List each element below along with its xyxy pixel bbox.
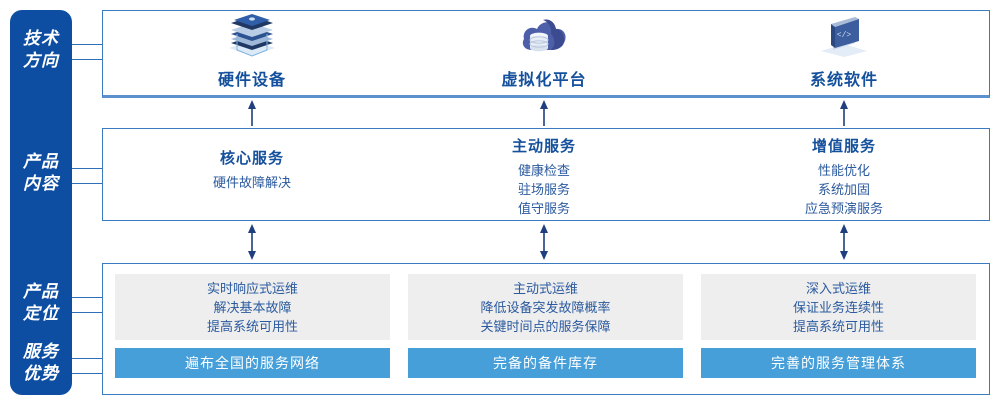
connector-line bbox=[72, 168, 102, 169]
rail-label-line1: 服务 bbox=[23, 342, 59, 361]
connector-line bbox=[72, 312, 102, 313]
tech-column-system-software: </> 系统软件 bbox=[724, 12, 964, 90]
positioning-card-realtime: 实时响应式运维 解决基本故障 提高系统可用性 遍布全国的服务网络 bbox=[115, 274, 390, 378]
rail-label-line2: 优势 bbox=[23, 364, 59, 383]
service-group-proactive: 主动服务 健康检查 驻场服务 值守服务 bbox=[414, 135, 674, 218]
rail-label-line1: 技术 bbox=[23, 29, 59, 48]
category-rail bbox=[10, 10, 72, 395]
arrow-up-system-software bbox=[834, 100, 854, 131]
service-advantage-bar[interactable]: 遍布全国的服务网络 bbox=[115, 348, 390, 378]
connector-line bbox=[72, 59, 102, 60]
arrow-up-virtualization bbox=[534, 100, 554, 131]
service-group-title: 核心服务 bbox=[219, 150, 284, 167]
cloud-database-icon bbox=[424, 12, 664, 60]
service-group-title: 主动服务 bbox=[511, 138, 576, 155]
positioning-card-proactive: 主动式运维 降低设备突发故障概率 关键时间点的服务保障 完备的备件库存 bbox=[408, 274, 683, 378]
arrow-up-hardware bbox=[242, 100, 262, 131]
arrow-double-value-added bbox=[834, 224, 854, 265]
service-item: 应急预演服务 bbox=[804, 201, 883, 216]
rail-label-product-positioning: 产品 定位 bbox=[10, 281, 72, 325]
tech-title: 硬件设备 bbox=[217, 72, 286, 89]
positioning-line: 实时响应式运维 bbox=[206, 280, 298, 296]
service-group-title: 增值服务 bbox=[811, 138, 876, 155]
service-group-core: 核心服务 硬件故障解决 bbox=[122, 147, 382, 192]
service-group-value-added: 增值服务 性能优化 系统加固 应急预演服务 bbox=[714, 135, 974, 218]
product-content-panel bbox=[102, 128, 990, 221]
connector-line bbox=[72, 358, 102, 359]
tech-column-hardware: 硬件设备 bbox=[132, 12, 372, 90]
positioning-line: 关键时间点的服务保障 bbox=[480, 318, 611, 334]
rail-label-product-content: 产品 内容 bbox=[10, 151, 72, 195]
rail-label-service-advantage: 服务 优势 bbox=[10, 341, 72, 385]
arrow-double-proactive bbox=[534, 224, 554, 265]
positioning-box: 主动式运维 降低设备突发故障概率 关键时间点的服务保障 bbox=[408, 274, 683, 340]
connector-line bbox=[72, 373, 102, 374]
tech-column-virtualization: 虚拟化平台 bbox=[424, 12, 664, 90]
rail-label-line2: 方向 bbox=[23, 51, 59, 70]
service-item: 值守服务 bbox=[517, 201, 570, 216]
rail-label-line1: 产品 bbox=[23, 152, 59, 171]
positioning-line: 深入式运维 bbox=[805, 280, 871, 296]
connector-line bbox=[72, 183, 102, 184]
service-item: 系统加固 bbox=[817, 182, 870, 197]
positioning-line: 提高系统可用性 bbox=[792, 318, 884, 334]
connector-line bbox=[72, 44, 102, 45]
server-stack-icon bbox=[132, 12, 372, 60]
service-advantage-bar[interactable]: 完备的备件库存 bbox=[408, 348, 683, 378]
arrow-double-core bbox=[242, 224, 262, 265]
positioning-box: 深入式运维 保证业务连续性 提高系统可用性 bbox=[701, 274, 976, 340]
connector-line bbox=[72, 297, 102, 298]
tech-title: 虚拟化平台 bbox=[501, 72, 587, 89]
positioning-line: 主动式运维 bbox=[512, 280, 578, 296]
service-item: 硬件故障解决 bbox=[212, 175, 291, 190]
service-item: 性能优化 bbox=[817, 163, 870, 178]
service-advantage-bar[interactable]: 完善的服务管理体系 bbox=[701, 348, 976, 378]
positioning-line: 降低设备突发故障概率 bbox=[480, 299, 611, 315]
positioning-line: 提高系统可用性 bbox=[206, 318, 298, 334]
rail-label-tech-direction: 技术 方向 bbox=[10, 28, 72, 72]
laptop-code-icon: </> bbox=[724, 12, 964, 60]
positioning-line: 保证业务连续性 bbox=[792, 299, 884, 315]
positioning-line: 解决基本故障 bbox=[213, 299, 292, 315]
rail-label-line2: 内容 bbox=[23, 174, 59, 193]
rail-label-line2: 定位 bbox=[23, 304, 59, 323]
service-item: 健康检查 bbox=[517, 163, 570, 178]
svg-text:</>: </> bbox=[837, 31, 852, 40]
positioning-box: 实时响应式运维 解决基本故障 提高系统可用性 bbox=[115, 274, 390, 340]
service-item: 驻场服务 bbox=[517, 182, 570, 197]
rail-label-line1: 产品 bbox=[23, 282, 59, 301]
positioning-card-deep: 深入式运维 保证业务连续性 提高系统可用性 完善的服务管理体系 bbox=[701, 274, 976, 378]
tech-title: 系统软件 bbox=[809, 72, 878, 89]
